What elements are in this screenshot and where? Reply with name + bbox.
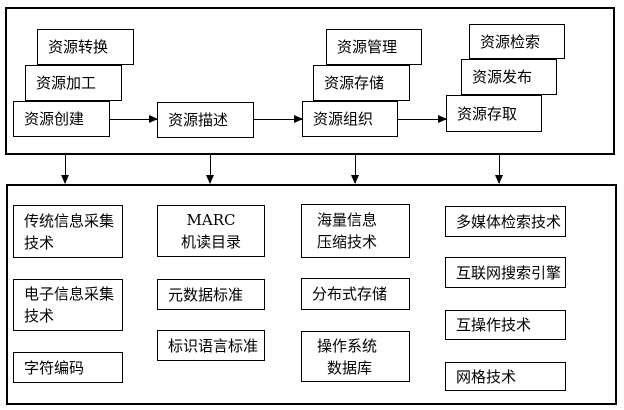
arrow-down-col1 (61, 155, 69, 184)
node-resource-retrieval: 资源检索 (469, 24, 565, 59)
node-marc-catalog: MARC 机读目录 (157, 205, 265, 257)
node-traditional-info-collection-line2: 技术 (24, 233, 55, 252)
arrow-organization-to-access (398, 115, 447, 123)
node-traditional-info-collection: 传统信息采集 技术 (13, 205, 123, 258)
arrow-description-to-organization (254, 115, 303, 123)
node-marc-catalog-line2: 机读目录 (180, 233, 241, 251)
node-marc-catalog-line1: MARC (186, 211, 236, 229)
node-resource-access: 资源存取 (446, 95, 542, 132)
node-os-database-line1: 操作系统 (317, 336, 378, 355)
node-electronic-info-collection-line1: 电子信息采集 (24, 285, 115, 303)
node-resource-processing: 资源加工 (25, 65, 122, 101)
node-resource-management: 资源管理 (326, 29, 422, 65)
node-metadata-standard: 元数据标准 (157, 279, 265, 310)
arrow-down-col4 (495, 155, 503, 184)
arrow-creation-to-description (110, 115, 158, 123)
node-resource-description: 资源描述 (157, 102, 254, 138)
node-mass-info-compression-line2: 压缩技术 (317, 233, 378, 251)
node-resource-conversion: 资源转换 (37, 29, 134, 65)
node-multimedia-retrieval: 多媒体检索技术 (445, 206, 566, 237)
arrow-down-col3 (351, 155, 359, 184)
node-traditional-info-collection-line1: 传统信息采集 (24, 211, 115, 230)
node-markup-language-standard: 标识语言标准 (157, 330, 265, 361)
node-os-database-line2: 数据库 (327, 358, 373, 377)
node-mass-info-compression: 海量信息 压缩技术 (301, 204, 410, 258)
node-electronic-info-collection: 电子信息采集 技术 (13, 279, 123, 331)
node-distributed-storage: 分布式存储 (301, 278, 410, 310)
node-resource-storage: 资源存储 (313, 65, 410, 101)
node-grid-technology: 网格技术 (445, 362, 566, 391)
node-resource-publishing: 资源发布 (461, 59, 557, 95)
node-mass-info-compression-line1: 海量信息 (317, 211, 378, 229)
node-character-encoding: 字符编码 (13, 352, 123, 383)
node-resource-creation: 资源创建 (13, 101, 110, 137)
arrow-down-col2 (206, 155, 214, 184)
node-resource-organization: 资源组织 (302, 101, 398, 137)
node-internet-search-engine: 互联网搜索引擎 (445, 257, 566, 288)
node-electronic-info-collection-line2: 技术 (24, 307, 55, 325)
node-os-database: 操作系统 数据库 (301, 331, 410, 382)
node-interoperability: 互操作技术 (445, 310, 566, 340)
